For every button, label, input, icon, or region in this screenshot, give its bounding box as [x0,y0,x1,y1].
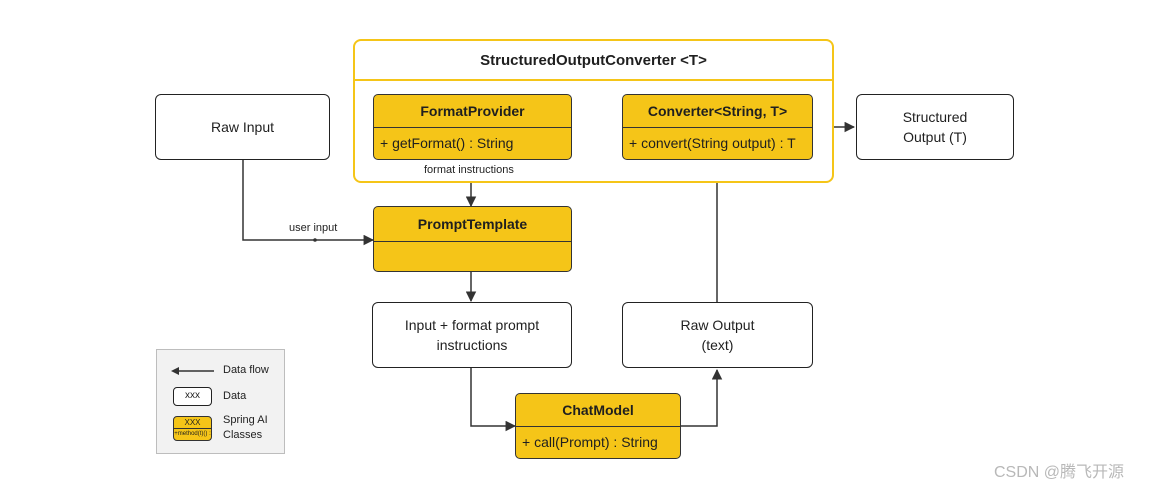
raw-output-line2: (text) [701,337,734,353]
chat-model-name: ChatModel [516,394,680,427]
structured-output-converter-title: StructuredOutputConverter <T> [355,41,832,81]
legend-class-sample: XXX +method(t)() : [173,416,212,441]
chat-model-method: + call(Prompt) : String [522,434,658,450]
edge-chatmodel-to-rawoutput [681,368,723,427]
chat-model-class: ChatModel + call(Prompt) : String [515,393,681,459]
legend-data-label: Data [223,390,247,402]
format-provider-name: FormatProvider [374,95,571,128]
input-box-line1: Input + format prompt [404,317,540,333]
legend: Data flow xxx Data XXX +method(t)() : Sp… [156,349,285,454]
input-format-prompt-box: Input + format prompt instructions [372,302,572,368]
legend-class-sample-method: +method(t)() : [174,431,211,437]
edge-input-to-chatmodel [470,368,517,432]
legend-data-sample: xxx [173,387,212,406]
raw-input-box: Raw Input [155,94,330,160]
structured-output-box: Structured Output (T) [856,94,1014,160]
legend-class-sample-name: XXX [174,417,211,429]
raw-output-line1: Raw Output [680,317,755,333]
prompt-template-class: PromptTemplate [373,206,572,272]
legend-arrow-icon [171,367,214,375]
converter-method: + convert(String output) : T [629,135,796,151]
legend-data-flow-label: Data flow [223,364,269,376]
structured-output-line2: Output (T) [903,129,967,145]
legend-spring-line1: Spring AI [223,414,268,426]
prompt-template-name: PromptTemplate [374,207,571,242]
user-input-label: user input [289,222,338,234]
raw-input-label: Raw Input [210,119,275,135]
input-box-line2: instructions [436,337,508,353]
structured-output-line1: Structured [902,109,968,125]
converter-name: Converter<String, T> [623,95,812,128]
format-provider-class: FormatProvider + getFormat() : String [373,94,572,160]
legend-spring-line2: Classes [223,429,263,441]
edge-user-input-dot [313,238,317,242]
format-instructions-label: format instructions [424,164,514,176]
format-provider-method: + getFormat() : String [380,135,514,151]
raw-output-box: Raw Output (text) [622,302,813,368]
edge-user-input [242,160,375,246]
csdn-watermark: CSDN @腾飞开源 [994,464,1125,481]
converter-class: Converter<String, T> + convert(String ou… [622,94,813,160]
